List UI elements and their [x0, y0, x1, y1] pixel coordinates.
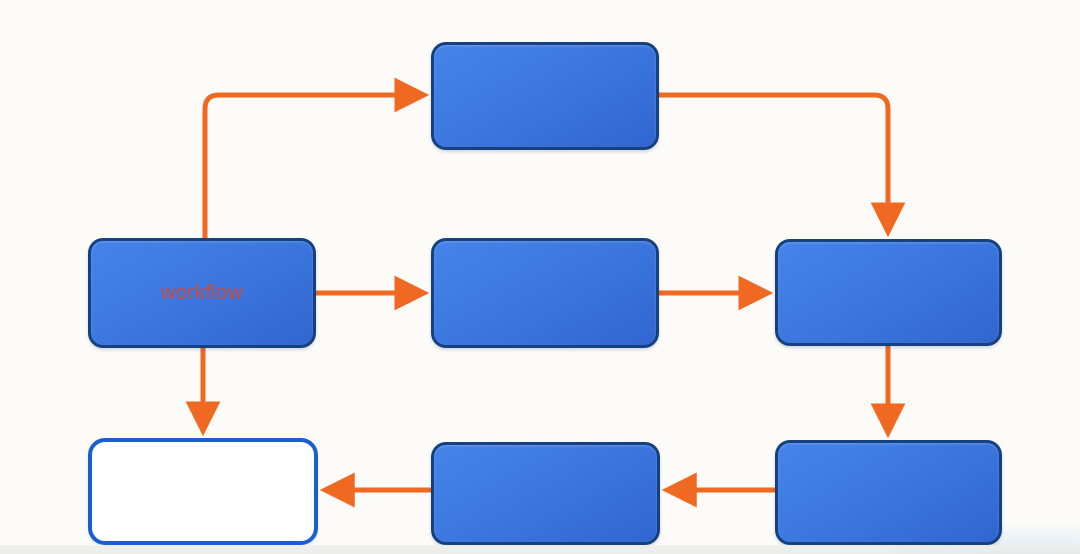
flow-arrow-start-to-top [202, 77, 430, 238]
flowchart-node-mid-center [431, 238, 659, 348]
flowchart-node-bottom-center [431, 442, 660, 545]
bottom-edge-band [0, 545, 1080, 554]
flowchart-node-end [88, 438, 318, 545]
flowchart-node-mid-right [775, 239, 1002, 346]
node-label-start: workflow [161, 281, 243, 304]
flowchart-node-bottom-right [775, 440, 1002, 545]
flowchart-node-top [431, 42, 659, 150]
flowchart-node-start: workflow [88, 238, 316, 348]
flow-arrow-top-to-mid-right [659, 92, 906, 238]
